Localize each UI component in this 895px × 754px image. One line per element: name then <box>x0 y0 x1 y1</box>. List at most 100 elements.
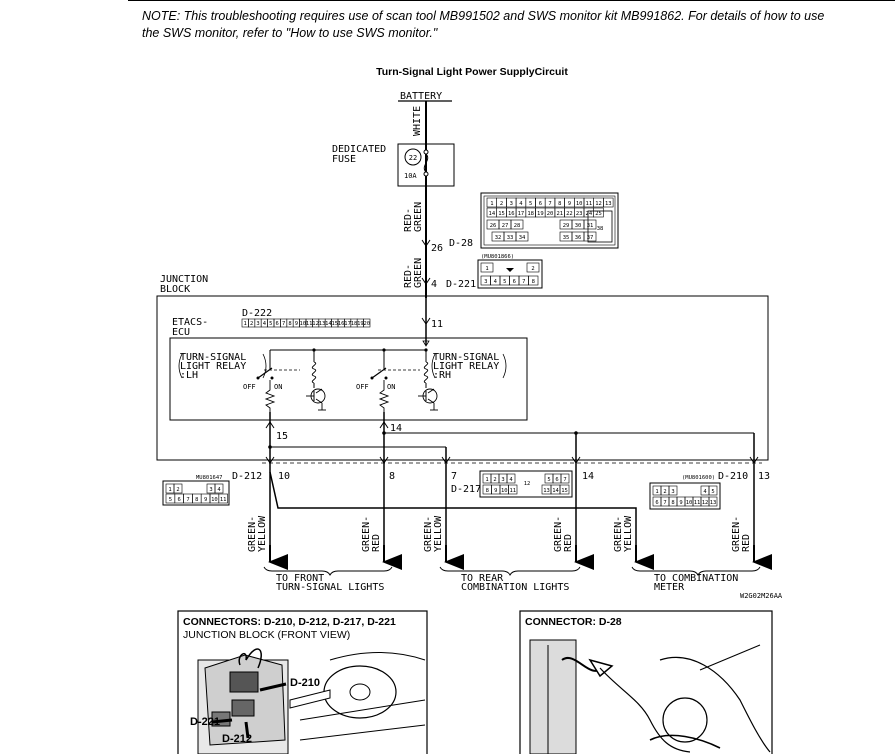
photo-left-title-2: JUNCTION BLOCK (FRONT VIEW) <box>183 629 350 641</box>
relay-lh-label-3: :LH <box>180 370 198 381</box>
d217-pin-13: 13 <box>543 488 550 494</box>
photo-left-title-1: CONNECTORS: D-210, D-212, D-217, D-221 <box>183 616 396 628</box>
d28-pin-4: 4 <box>519 201 523 207</box>
d28-pin-36: 36 <box>575 235 582 241</box>
d210-pin-cell <box>668 485 678 496</box>
pin-7: 7 <box>451 471 457 482</box>
wire-label-1a: GREEN- <box>247 516 258 552</box>
d210-pin-cell <box>708 496 718 507</box>
figure-code: W2G02M26AA <box>740 592 783 600</box>
d221-pin-5: 5 <box>503 279 506 285</box>
d28-pin-20: 20 <box>547 211 554 217</box>
d217-pin-1: 1 <box>485 477 488 483</box>
d28-pin-21: 21 <box>556 211 563 217</box>
d210-pin-2: 2 <box>663 489 666 495</box>
junction-block-label-2: BLOCK <box>160 284 190 295</box>
d221-pin-7: 7 <box>522 279 525 285</box>
d28-pin-cell <box>510 219 524 230</box>
d210-pin-8: 8 <box>671 500 674 506</box>
d210-pin-9: 9 <box>679 500 682 506</box>
diagram-title: Turn-Signal Light Power SupplyCircuit <box>376 66 568 78</box>
callout-d210: D-210 <box>290 677 320 689</box>
d221-pin-8: 8 <box>532 279 535 285</box>
d28-pin-22: 22 <box>566 211 573 217</box>
d28-pin-18: 18 <box>527 211 534 217</box>
photo-right-title: CONNECTOR: D-28 <box>525 616 622 628</box>
pin-8: 8 <box>389 471 395 482</box>
conn-d222-label: D-222 <box>242 308 272 319</box>
fuse-label-2: FUSE <box>332 154 356 165</box>
d217-pin-14: 14 <box>552 488 559 494</box>
d221-pin-4: 4 <box>494 279 498 285</box>
d210-pin-12: 12 <box>702 500 709 506</box>
d28-pin-17: 17 <box>518 211 525 217</box>
conn-d217-label: D-217 <box>451 484 481 495</box>
d222-pin-16: 16 <box>338 321 345 327</box>
d222-pin-3: 3 <box>256 321 259 327</box>
d222-pin-6: 6 <box>276 321 279 327</box>
pin-14: 14 <box>390 423 402 434</box>
brace-meter <box>631 566 761 577</box>
d222-pin-11: 11 <box>306 321 313 327</box>
d210-pin-10: 10 <box>686 500 693 506</box>
junction-block-label-1: JUNCTION <box>160 274 208 285</box>
relay-rh-label-1: TURN-SIGNAL <box>433 352 499 363</box>
d28-pin-9: 9 <box>568 201 571 207</box>
d28-pin-8: 8 <box>558 201 561 207</box>
wire-red-green-1a: RED- <box>403 208 414 232</box>
wire-red-green-1b: GREEN <box>413 202 424 232</box>
d222-pin-14: 14 <box>325 321 332 327</box>
d28-pin-11: 11 <box>586 201 593 207</box>
d28-pin-10: 10 <box>576 201 583 207</box>
pin-10: 10 <box>278 471 290 482</box>
wire-label-6b: RED <box>741 534 752 552</box>
dest-front-2: TURN-SIGNAL LIGHTS <box>276 582 384 593</box>
wire-red-green-2b: GREEN <box>413 258 424 288</box>
wire-label-3b: YELLOW <box>433 515 444 552</box>
conn-d28-label: D-28 <box>449 238 473 249</box>
d210-pin-7: 7 <box>663 500 666 506</box>
d28-pin-25: 25 <box>595 211 602 217</box>
d217-pin-9: 9 <box>494 488 497 494</box>
d28-pin-29: 29 <box>563 223 570 229</box>
photo-panel-left: CONNECTORS: D-210, D-212, D-217, D-221 J… <box>177 610 428 754</box>
d210-pin-1: 1 <box>655 489 658 495</box>
d222-pin-4: 4 <box>263 321 267 327</box>
brace-rear <box>439 566 581 577</box>
etacs-label-1: ETACS- <box>172 317 208 328</box>
pin-4: 4 <box>431 279 437 290</box>
d221-pin-3: 3 <box>484 279 487 285</box>
battery-label: BATTERY <box>400 91 442 102</box>
d212-pin-8: 8 <box>195 497 198 503</box>
d217-pin-5: 5 <box>547 477 550 483</box>
wire-label-1b: YELLOW <box>257 515 268 552</box>
d210-pin-3: 3 <box>671 489 674 495</box>
conn-d221-label: D-221 <box>446 279 476 290</box>
d212-pin-cell <box>218 493 228 504</box>
d222-pin-13: 13 <box>319 321 326 327</box>
d217-pin-15: 15 <box>561 488 568 494</box>
dest-meter-1: TO COMBINATION <box>654 573 738 584</box>
d217-pin-12: 12 <box>524 481 531 487</box>
d221-pin-cell <box>528 275 539 286</box>
relay-rh-label-2: LIGHT RELAY <box>433 361 499 372</box>
d210-pin-11: 11 <box>694 500 701 506</box>
d28-pin-19: 19 <box>537 211 544 217</box>
d212-part-number: MU801647 <box>196 475 223 481</box>
d217-pin-cell <box>559 484 570 495</box>
d212-pin-cell <box>173 483 183 494</box>
d28-pin-35: 35 <box>563 235 570 241</box>
etacs-label-2: ECU <box>172 327 190 338</box>
wire-label-2a: GREEN- <box>361 516 372 552</box>
d217-pin-2: 2 <box>493 477 496 483</box>
d212-pin-7: 7 <box>186 497 189 503</box>
d222-pin-8: 8 <box>288 321 291 327</box>
d28-pin-13: 13 <box>605 201 612 207</box>
callout-d212: D-212 <box>222 733 252 745</box>
d28-pin-7: 7 <box>548 201 551 207</box>
